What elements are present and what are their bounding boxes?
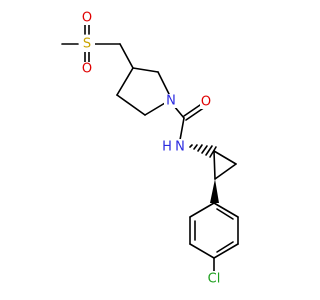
bond-ar1-ar2	[213, 202, 239, 218]
wedge-bond-cp-aryl	[210, 179, 219, 203]
bond-ar-inner-1	[216, 208, 234, 220]
atom-oxygen-carbonyl: O	[201, 95, 211, 110]
bond-ch2-c3	[119, 43, 134, 69]
bond-cp3-cp1	[213, 150, 216, 180]
bonds	[61, 23, 239, 273]
bond-c3-c2	[132, 67, 159, 73]
atom-nitrogen-ring: N	[166, 94, 176, 109]
bond-c5-c4	[116, 94, 146, 116]
atom-oxygen-sulfonyl-upper: O	[82, 11, 92, 26]
atom-nitrogen-amide: N	[175, 140, 185, 155]
atom-labels: S O O N O H N Cl	[79, 11, 225, 287]
atom-hydrogen-amide: H	[162, 140, 172, 155]
bond-ar-inner-2	[216, 241, 234, 253]
hashed-bond-nh-cp	[189, 144, 217, 158]
atom-oxygen-sulfonyl-lower: O	[82, 62, 92, 77]
structure-diagram: S O O N O H N Cl	[61, 11, 239, 287]
molecule-canvas: S O O N O H N Cl	[61, 11, 239, 287]
bond-co-b	[185, 106, 206, 121]
bond-c4-c3	[116, 67, 134, 96]
bond-ar3-ar4	[213, 243, 239, 259]
atom-chlorine: Cl	[208, 272, 221, 287]
bond-cp2-cp3	[214, 163, 237, 180]
bond-ar6-ar1	[189, 202, 215, 218]
bond-c2-n	[157, 71, 171, 97]
bond-co-a	[183, 102, 204, 117]
bond-carbonyl-nh	[179, 117, 185, 141]
bond-ar4-ar5	[189, 243, 215, 259]
atom-sulfur: S	[83, 37, 91, 52]
bond-cp1-cp2	[213, 150, 237, 165]
